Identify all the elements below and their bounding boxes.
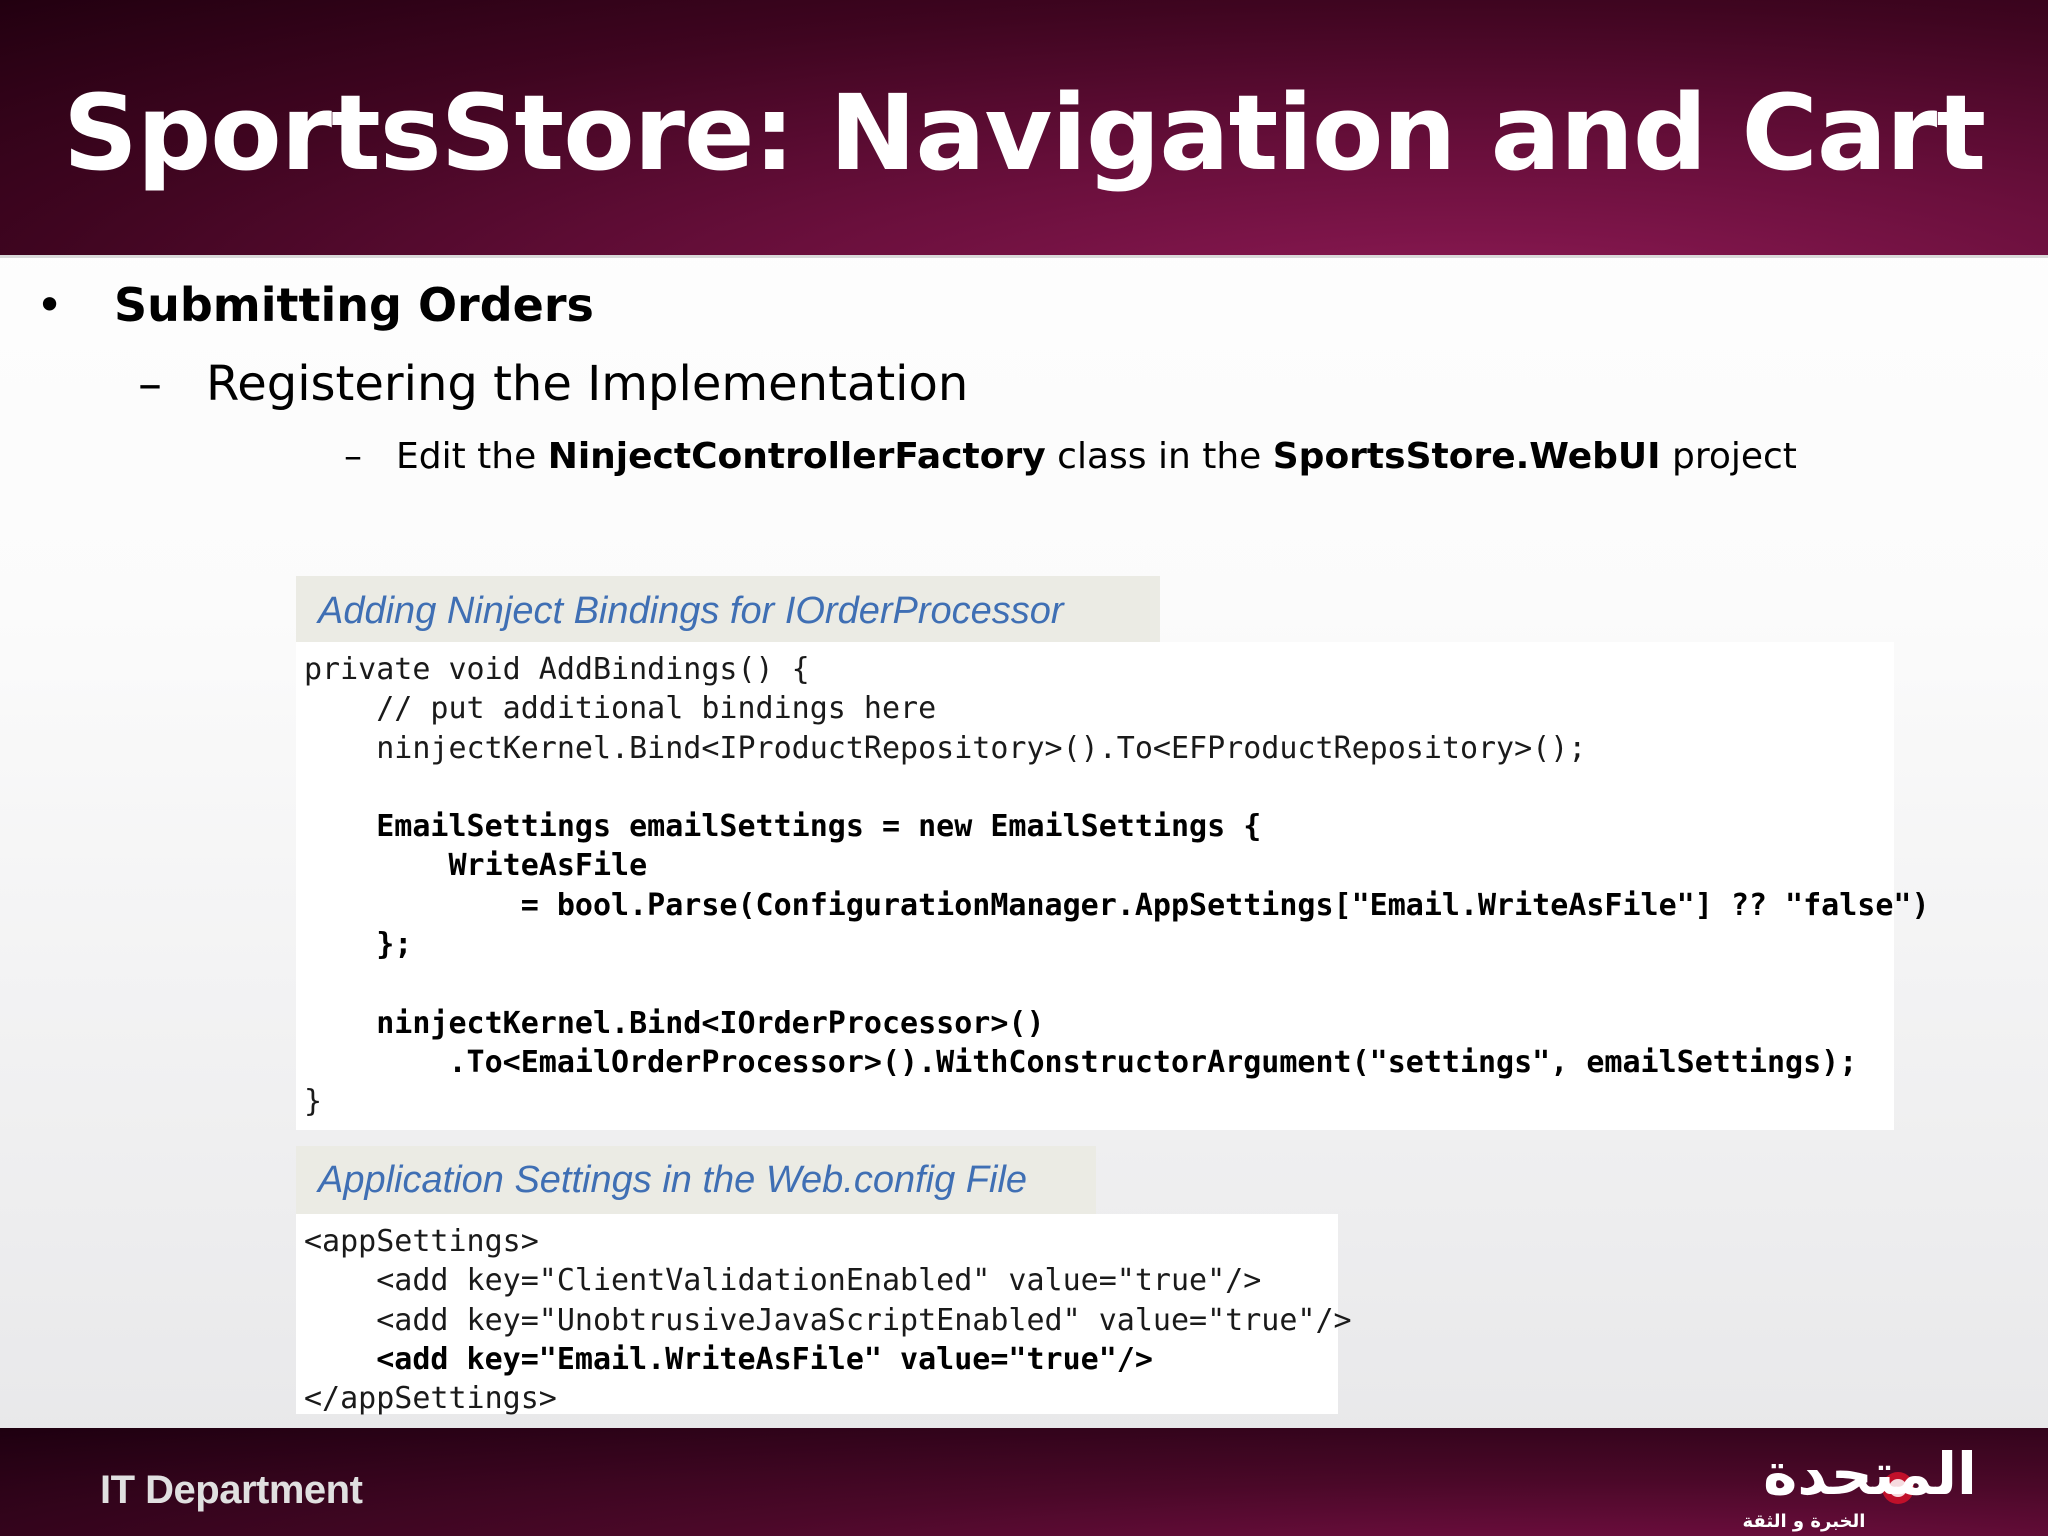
bullet-marker: • bbox=[36, 278, 64, 332]
code-line: WriteAsFile bbox=[304, 848, 648, 884]
code-line: ninjectKernel.Bind<IProductRepository>()… bbox=[304, 730, 1587, 766]
department-label: IT Department bbox=[100, 1468, 363, 1512]
text-run: class in the bbox=[1045, 436, 1273, 477]
code-line: <add key="Email.WriteAsFile" value="true… bbox=[304, 1341, 1153, 1377]
logo-tagline: الخبرة و الثقة bbox=[1743, 1511, 1866, 1532]
slide-header: SportsStore: Navigation and Cart bbox=[0, 0, 2048, 258]
code-line: <add key="UnobtrusiveJavaScriptEnabled" … bbox=[304, 1302, 1352, 1338]
code-line bbox=[304, 768, 1894, 807]
listing-caption-webconfig: Application Settings in the Web.config F… bbox=[296, 1146, 1096, 1214]
bullet-level-2: – Registering the Implementation bbox=[138, 356, 968, 412]
code-line: <appSettings> bbox=[304, 1224, 539, 1259]
code-line: ninjectKernel.Bind<IOrderProcessor>() bbox=[304, 1005, 1045, 1041]
slide-footer: IT Department المتحدة الخبرة و الثقة bbox=[0, 1428, 2048, 1536]
code-line: <add key="ClientValidationEnabled" value… bbox=[304, 1263, 1262, 1299]
bullet-marker: – bbox=[138, 356, 162, 412]
code-line: = bool.Parse(ConfigurationManager.AppSet… bbox=[304, 887, 1930, 923]
code-line: private void AddBindings() { bbox=[304, 652, 810, 687]
bullet-marker: – bbox=[344, 436, 362, 477]
bullet-level-3: – Edit the NinjectControllerFactory clas… bbox=[344, 436, 1797, 477]
text-run: Edit the bbox=[396, 436, 548, 477]
code-line: } bbox=[304, 1084, 323, 1120]
bullet-text: Registering the Implementation bbox=[206, 356, 969, 412]
slide-content: • Submitting Orders – Registering the Im… bbox=[0, 258, 2048, 1428]
code-line: // put additional bindings here bbox=[304, 691, 937, 727]
listing-caption-bindings: Adding Ninject Bindings for IOrderProces… bbox=[296, 576, 1160, 646]
code-line: }; bbox=[304, 927, 413, 963]
project-name: SportsStore.WebUI bbox=[1272, 436, 1661, 477]
company-logo: المتحدة الخبرة و الثقة bbox=[1743, 1440, 1977, 1532]
bullet-text: Submitting Orders bbox=[114, 278, 594, 332]
code-listing-webconfig: <appSettings> <add key="ClientValidation… bbox=[296, 1214, 1352, 1416]
class-name: NinjectControllerFactory bbox=[547, 436, 1046, 477]
text-run: project bbox=[1660, 436, 1797, 477]
code-line bbox=[304, 964, 1894, 1003]
code-line: </appSettings> bbox=[304, 1381, 557, 1417]
code-line: EmailSettings emailSettings = new EmailS… bbox=[304, 809, 1262, 845]
code-line: .To<EmailOrderProcessor>().WithConstruct… bbox=[304, 1044, 1858, 1080]
logo-wordmark: المتحدة bbox=[1763, 1440, 1977, 1508]
slide-title: SportsStore: Navigation and Cart bbox=[62, 72, 1986, 194]
code-listing-bindings: private void AddBindings() { // put addi… bbox=[296, 642, 1930, 1130]
bullet-text: Edit the NinjectControllerFactory class … bbox=[396, 436, 1797, 477]
